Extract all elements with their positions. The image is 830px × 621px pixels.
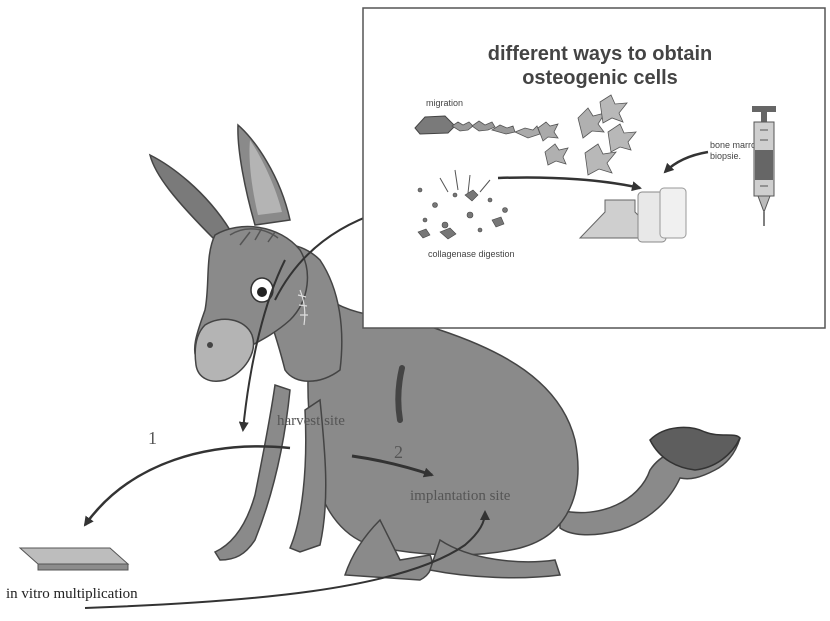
- donkey-nostril: [207, 342, 213, 348]
- donkey-muzzle: [195, 319, 253, 381]
- culture-plate: [20, 548, 128, 570]
- label-migration: migration: [426, 98, 463, 108]
- label-step-2: 2: [394, 442, 403, 462]
- inset-title-line-2: osteogenic cells: [522, 67, 678, 89]
- inset-panel: different ways to obtain osteogenic cell…: [363, 8, 825, 328]
- label-in-vitro-multiplication: in vitro multiplication: [6, 586, 138, 602]
- label-implantation-site: implantation site: [410, 488, 511, 504]
- donkey-pupil: [257, 287, 267, 297]
- label-collagenase-digestion: collagenase digestion: [428, 249, 515, 259]
- donkey-front-leg: [215, 385, 290, 560]
- label-harvest-site: harvest site: [277, 413, 345, 429]
- donkey-body: [308, 300, 578, 555]
- label-bone-marrow-line-2: biopsie.: [710, 151, 741, 161]
- donkey-ear-left: [150, 155, 230, 240]
- inset-title-line-1: different ways to obtain: [488, 43, 712, 65]
- label-step-1: 1: [148, 428, 157, 448]
